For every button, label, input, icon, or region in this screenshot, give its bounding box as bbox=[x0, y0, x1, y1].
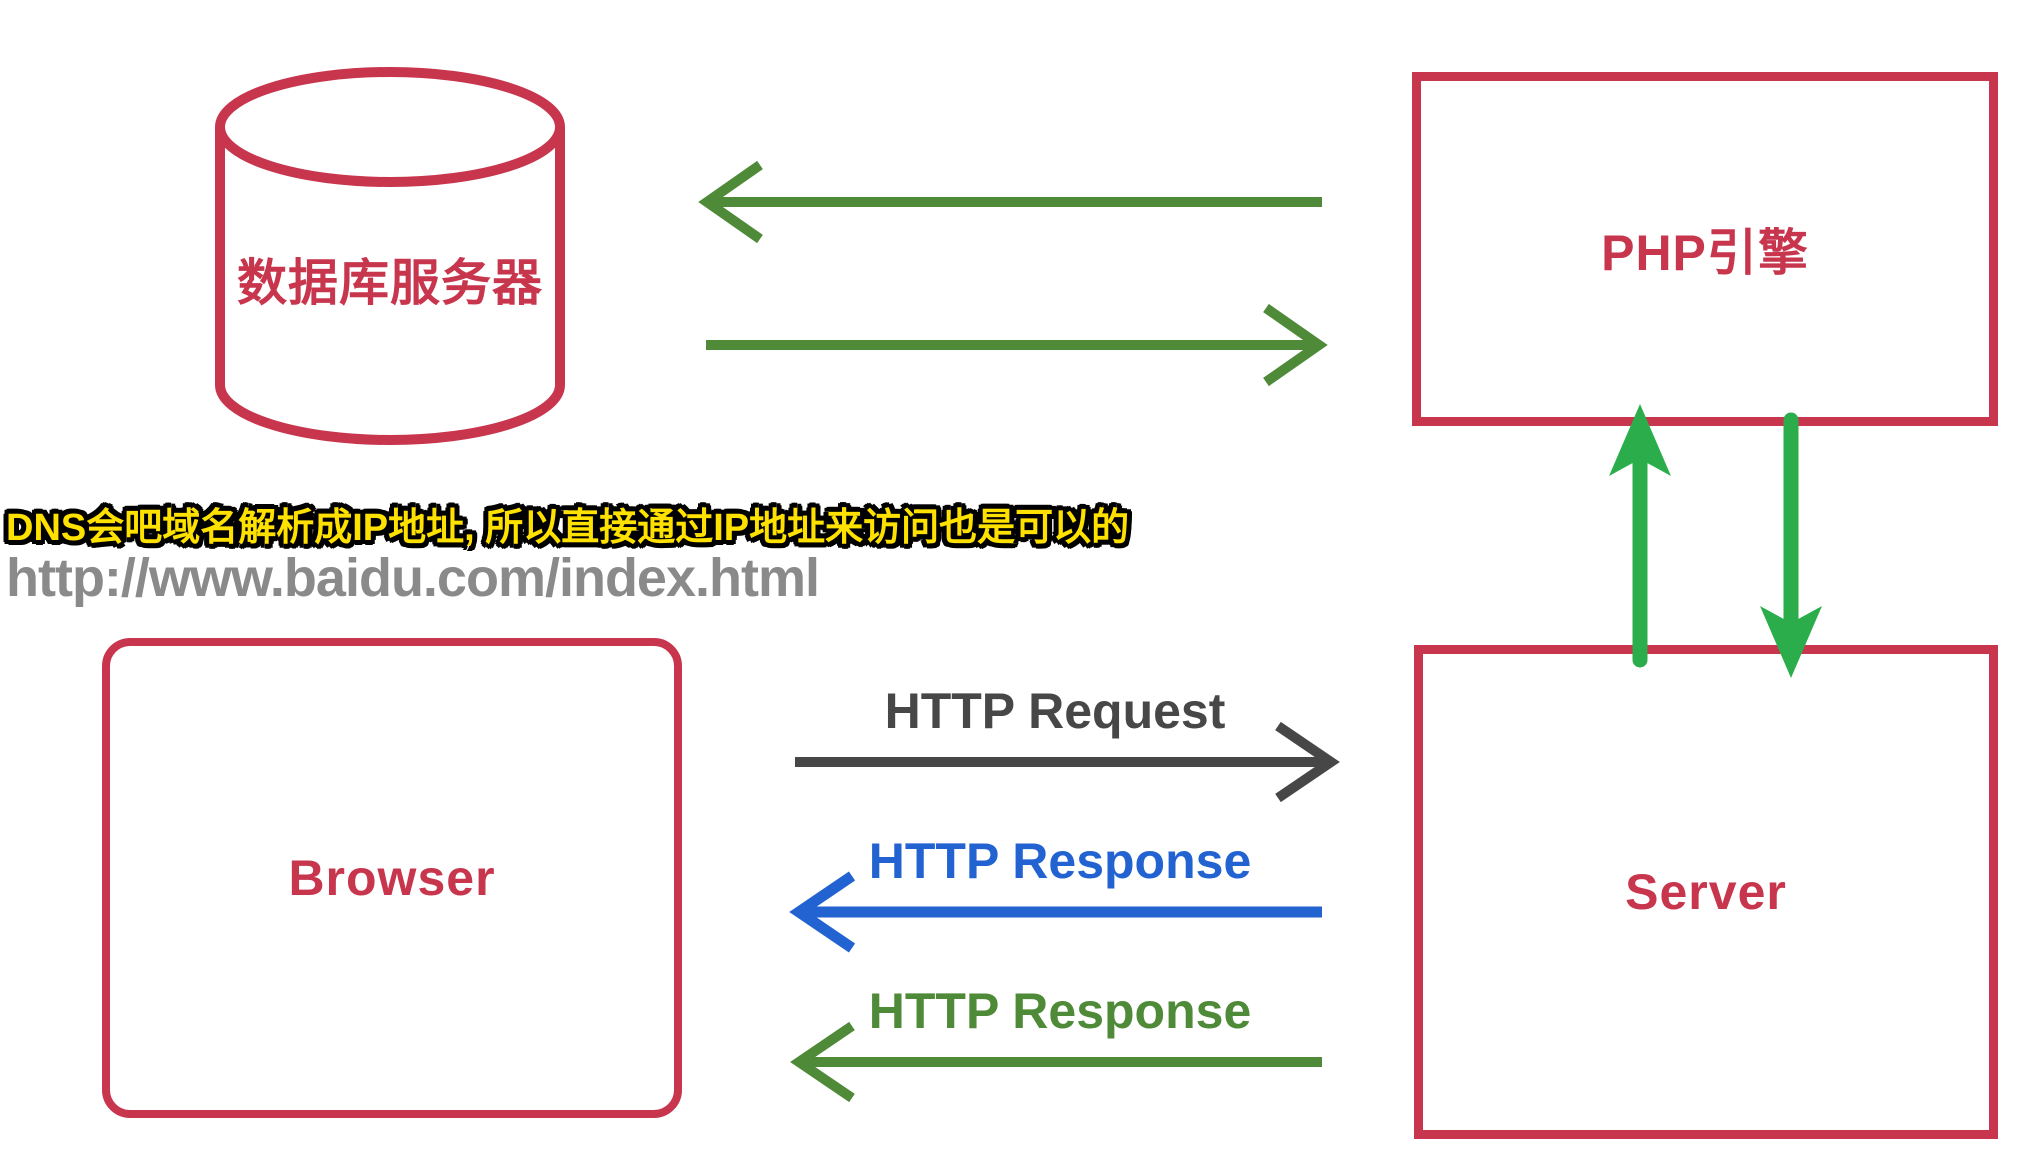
dns-note-text: DNS会吧域名解析成IP地址, 所以直接通过IP地址来访问也是可以的 bbox=[6, 507, 1130, 549]
http-response-blue-arrow bbox=[789, 871, 1322, 953]
http-response-green-arrow bbox=[790, 1021, 1322, 1103]
php-to-db-arrow bbox=[698, 160, 1322, 244]
server-label: Server bbox=[1625, 864, 1787, 920]
database-label: 数据库服务器 bbox=[237, 255, 543, 311]
browser-box: Browser bbox=[102, 638, 682, 1118]
db-to-php-arrow bbox=[706, 303, 1328, 387]
database-cylinder-icon bbox=[215, 67, 565, 445]
php-to-server-arrow bbox=[1760, 412, 1822, 678]
http-response-blue-label: HTTP Response bbox=[868, 833, 1252, 889]
php-engine-label: PHP引擎 bbox=[1601, 225, 1809, 281]
server-box: Server bbox=[1414, 645, 1998, 1139]
url-text: http://www.baidu.com/index.html bbox=[6, 548, 820, 608]
http-request-arrow bbox=[795, 721, 1340, 803]
browser-label: Browser bbox=[288, 850, 496, 906]
http-response-green-label: HTTP Response bbox=[868, 983, 1252, 1039]
server-to-php-arrow bbox=[1609, 404, 1671, 668]
http-request-label: HTTP Request bbox=[884, 683, 1226, 739]
php-engine-box: PHP引擎 bbox=[1412, 72, 1998, 426]
